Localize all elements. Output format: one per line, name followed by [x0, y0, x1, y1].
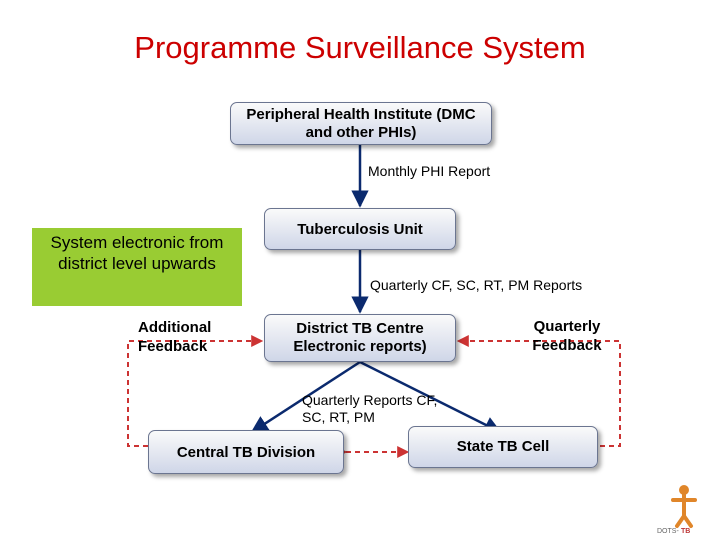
- page-title: Programme Surveillance System: [134, 30, 586, 65]
- dots-logo: DOTS- TB: [655, 478, 713, 536]
- node-label: State TB Cell: [456, 438, 550, 455]
- node-district-tb-centre: District TB Centre Electronic reports): [264, 314, 456, 362]
- label-monthly-phi-report: Monthly PHI Report: [368, 163, 491, 179]
- arrow-dtc-to-stc: [359, 360, 502, 434]
- node-label: District TB Centre Electronic reports): [293, 320, 427, 355]
- svg-text:DOTS-: DOTS-: [657, 528, 679, 535]
- node-label: Central TB Division: [176, 444, 316, 461]
- label-quarterly-feedback: Quarterly Feedback: [532, 318, 602, 354]
- node-state-tb-cell: State TB Cell: [408, 426, 598, 468]
- label-quarterly-reports: Quarterly Reports CF, SC, RT, PM: [302, 392, 438, 425]
- callout-electronic-system: System electronic from district level up…: [32, 228, 242, 306]
- svg-text:TB: TB: [681, 528, 690, 535]
- arrow-dtc-to-ctd: [250, 360, 361, 434]
- label-quarterly-cf-reports: Quarterly CF, SC, RT, PM Reports: [370, 277, 583, 293]
- node-tuberculosis-unit: Tuberculosis Unit: [264, 208, 456, 250]
- feedback-right-loop: [456, 335, 621, 447]
- node-central-tb-division: Central TB Division: [148, 430, 344, 474]
- node-label: Peripheral Health Institute (DMC and oth…: [246, 106, 476, 141]
- node-label: Tuberculosis Unit: [297, 221, 423, 238]
- feedback-left-loop: [127, 335, 264, 447]
- label-additional-feedback: Additional Feedback: [138, 319, 212, 355]
- node-peripheral-health-institute: Peripheral Health Institute (DMC and oth…: [230, 102, 492, 145]
